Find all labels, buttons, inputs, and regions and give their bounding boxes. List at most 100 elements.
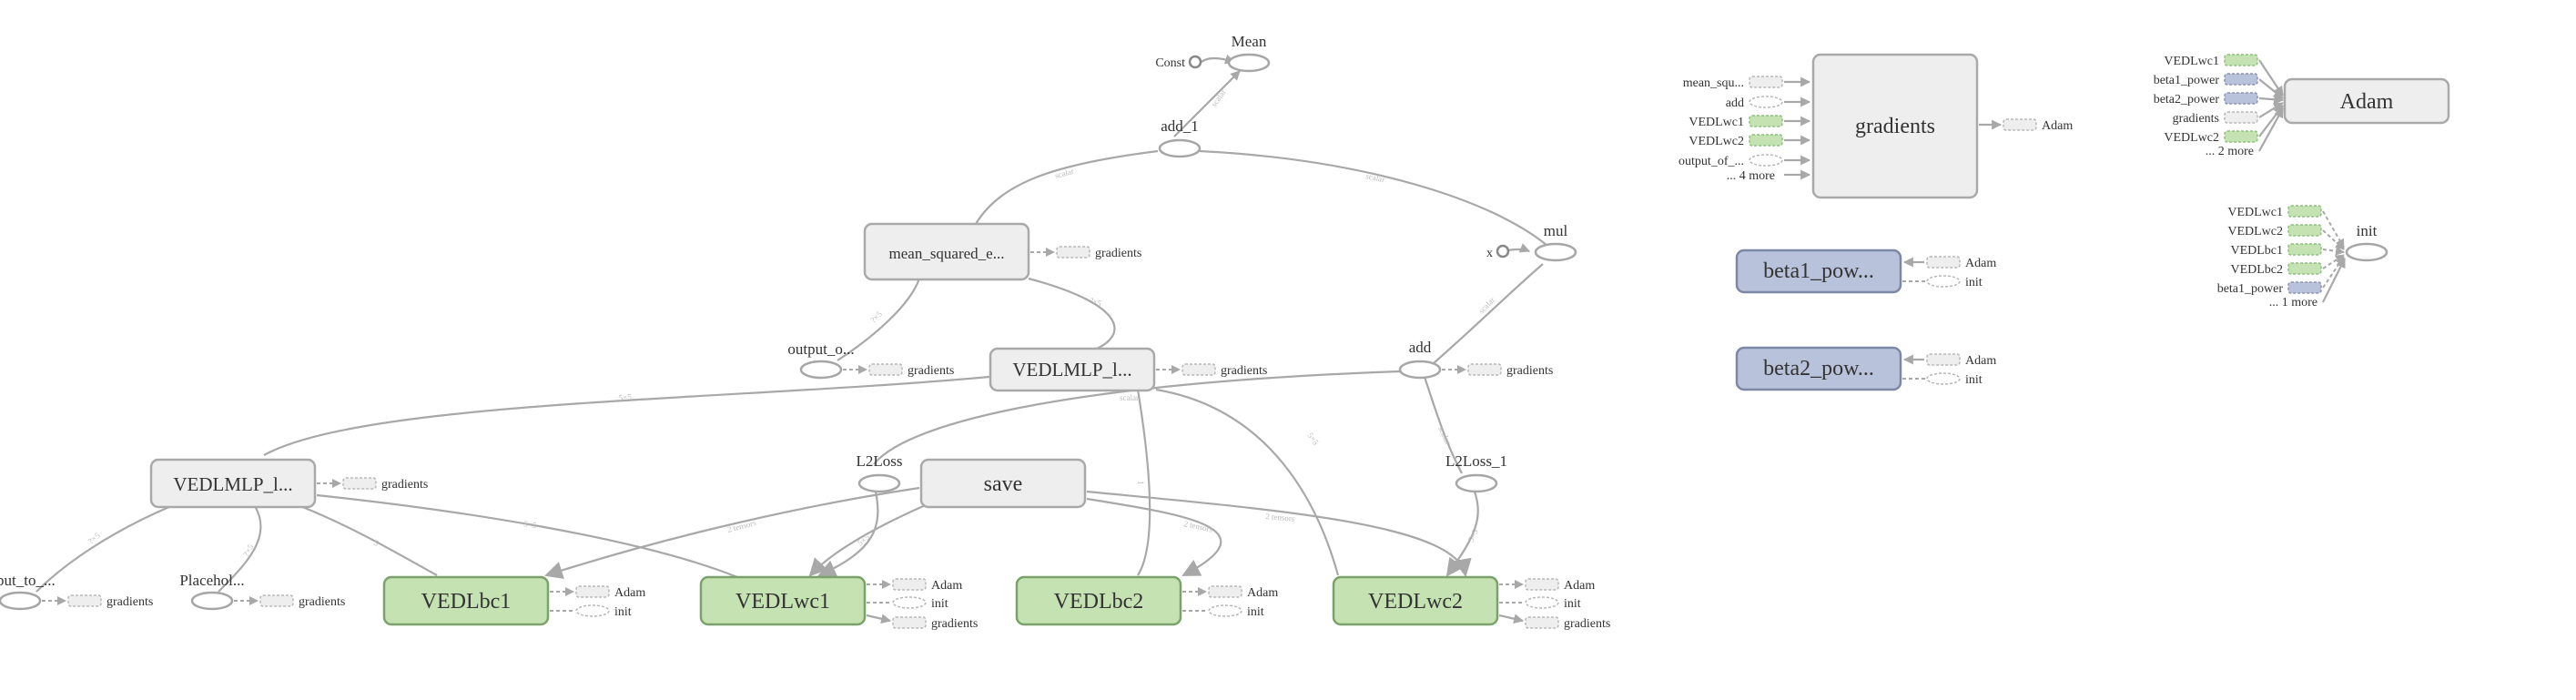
node-placeholder[interactable]: Placehol... gradients: [179, 572, 345, 611]
init-input-chip[interactable]: [2287, 281, 2322, 294]
init-input[interactable]: VEDLbc1: [2230, 243, 2345, 258]
aux-gradients-group[interactable]: gradients mean_squ... add VEDLwc1 VEDLwc…: [1678, 53, 2073, 199]
init-input-chip[interactable]: [2287, 224, 2322, 237]
vedlbc2-adam-chip[interactable]: [1208, 585, 1242, 598]
aux-beta2-power[interactable]: beta2_pow... Adam init: [1735, 346, 1996, 391]
adam-input[interactable]: ... 2 more: [2206, 107, 2284, 158]
add-gradients-chip[interactable]: [1467, 363, 1502, 376]
init-input[interactable]: VEDLwc1: [2227, 205, 2345, 249]
vedlbc1-init-chip[interactable]: [575, 604, 610, 617]
init-input-chip[interactable]: [2287, 243, 2322, 256]
node-vedlwc2[interactable]: VEDLwc2 Adam init gradients: [1332, 575, 1610, 631]
node-mean-squared-error[interactable]: mean_squared_e... gradients: [863, 222, 1141, 281]
vedlwc2-init-chip[interactable]: [1525, 596, 1559, 609]
node-x[interactable]: x: [1486, 244, 1510, 260]
beta2-box[interactable]: [1735, 346, 1902, 391]
gradients-input[interactable]: ... 4 more: [1727, 169, 1811, 183]
vedlbc2-box[interactable]: [1015, 575, 1182, 626]
node-l2loss[interactable]: L2Loss: [857, 452, 903, 493]
adam-input-chip[interactable]: [2224, 92, 2258, 105]
gradients-output-chip[interactable]: [2003, 118, 2037, 131]
init-input[interactable]: VEDLwc2: [2227, 224, 2345, 250]
node-output-to[interactable]: ...put_to_... gradients: [0, 572, 153, 611]
l2loss-op[interactable]: [857, 473, 901, 493]
node-l2loss-1[interactable]: L2Loss_1: [1445, 452, 1507, 493]
placeholder-gradients-chip[interactable]: [259, 594, 294, 607]
mse-gradients-chip[interactable]: [1056, 246, 1090, 259]
vedlbc2-init-chip[interactable]: [1208, 604, 1242, 617]
beta1-adam-chip[interactable]: [1926, 256, 1961, 269]
beta2-init-chip[interactable]: [1926, 372, 1961, 385]
add-op[interactable]: [1398, 360, 1442, 380]
aux-init-group[interactable]: init VEDLwc1 VEDLwc2 VEDLbc1 VEDLbc2: [2217, 205, 2388, 309]
node-vedlmlp-left[interactable]: VEDLMLP_l... gradients: [149, 458, 428, 509]
beta2-adam-chip[interactable]: [1926, 353, 1961, 366]
adam-input-chip[interactable]: [2224, 130, 2258, 143]
node-save[interactable]: save: [919, 458, 1087, 509]
adam-input-chip[interactable]: [2224, 73, 2258, 86]
gradients-input-chip[interactable]: [1749, 76, 1783, 88]
output-to-op[interactable]: [0, 591, 42, 611]
adam-input[interactable]: VEDLwc2: [2164, 105, 2284, 145]
vedlmlp-top-gradients-chip[interactable]: [1182, 363, 1216, 376]
mean-op[interactable]: [1227, 53, 1271, 73]
l2loss1-op[interactable]: [1455, 473, 1498, 493]
init-input-chip[interactable]: [2287, 205, 2322, 218]
gradients-input-chip[interactable]: [1749, 134, 1783, 147]
vedlmlp-left-box[interactable]: [149, 458, 317, 509]
mul-op[interactable]: [1534, 242, 1577, 262]
gradients-input[interactable]: add: [1726, 96, 1811, 110]
x-circle[interactable]: [1496, 244, 1510, 259]
node-vedlwc1[interactable]: VEDLwc1 Adam init gradients: [699, 575, 978, 631]
gradients-input[interactable]: mean_squ...: [1683, 76, 1811, 90]
node-vedlbc1[interactable]: VEDLbc1 Adam init: [382, 575, 645, 626]
aux-adam-group[interactable]: Adam VEDLwc1 beta1_power beta2_power gra…: [2154, 54, 2450, 158]
init-input-chip[interactable]: [2287, 262, 2322, 275]
aux-beta1-power[interactable]: beta1_pow... Adam init: [1735, 249, 1996, 294]
node-mul[interactable]: mul: [1534, 222, 1577, 262]
node-output-op[interactable]: output_o... gradients: [787, 340, 954, 380]
node-add-1[interactable]: add_1: [1158, 117, 1202, 158]
node-vedlmlp-top[interactable]: VEDLMLP_l... gradients: [989, 347, 1267, 392]
vedlwc2-adam-chip[interactable]: [1525, 578, 1559, 591]
vedlwc1-adam-chip[interactable]: [892, 578, 927, 591]
placeholder-op[interactable]: [190, 591, 234, 611]
gradients-input[interactable]: VEDLwc2: [1689, 134, 1811, 148]
vedlmlp-top-box[interactable]: [989, 347, 1156, 392]
adam-input-chip[interactable]: [2224, 111, 2258, 124]
vedlbc1-adam-chip[interactable]: [575, 585, 610, 598]
output-op[interactable]: [799, 360, 843, 380]
vedlbc1-box[interactable]: [382, 575, 550, 626]
vedlwc2-box[interactable]: [1332, 575, 1499, 626]
vedlwc1-init-chip[interactable]: [892, 596, 927, 609]
gradients-input[interactable]: output_of_...: [1678, 154, 1811, 168]
const-circle[interactable]: [1188, 55, 1202, 69]
adam-input[interactable]: VEDLwc1: [2164, 54, 2284, 96]
gradients-input[interactable]: VEDLwc1: [1689, 115, 1811, 129]
vedlwc2-gradients-chip[interactable]: [1525, 616, 1559, 629]
init-input[interactable]: ... 1 more: [2269, 258, 2346, 309]
adam-input[interactable]: gradients: [2173, 102, 2284, 126]
vedlwc1-box[interactable]: [699, 575, 867, 626]
init-op[interactable]: [2345, 242, 2388, 262]
gradients-input-chip[interactable]: [1749, 154, 1783, 167]
gradients-input-chip[interactable]: [1749, 115, 1783, 127]
adam-input-chip[interactable]: [2224, 54, 2258, 66]
vedlmlp-left-gradients-chip[interactable]: [342, 477, 377, 490]
node-vedlbc2[interactable]: VEDLbc2 Adam init: [1015, 575, 1278, 626]
add1-op[interactable]: [1158, 138, 1202, 158]
node-add[interactable]: add gradients: [1398, 339, 1553, 380]
mse-box[interactable]: [863, 222, 1030, 281]
gradients-input-chip[interactable]: [1749, 96, 1783, 108]
vedlwc1-gradients-chip[interactable]: [892, 616, 927, 629]
node-mean[interactable]: Mean: [1227, 33, 1271, 73]
adam-input[interactable]: beta2_power: [2154, 92, 2285, 107]
output-to-gradients-chip[interactable]: [67, 594, 102, 607]
node-const[interactable]: Const: [1155, 55, 1202, 70]
save-box[interactable]: [919, 458, 1087, 509]
init-input[interactable]: VEDLbc2: [2230, 254, 2345, 277]
init-input[interactable]: beta1_power: [2217, 256, 2345, 296]
beta1-init-chip[interactable]: [1926, 275, 1961, 288]
gradients-box[interactable]: [1811, 53, 1979, 199]
output-gradients-chip[interactable]: [868, 363, 903, 376]
